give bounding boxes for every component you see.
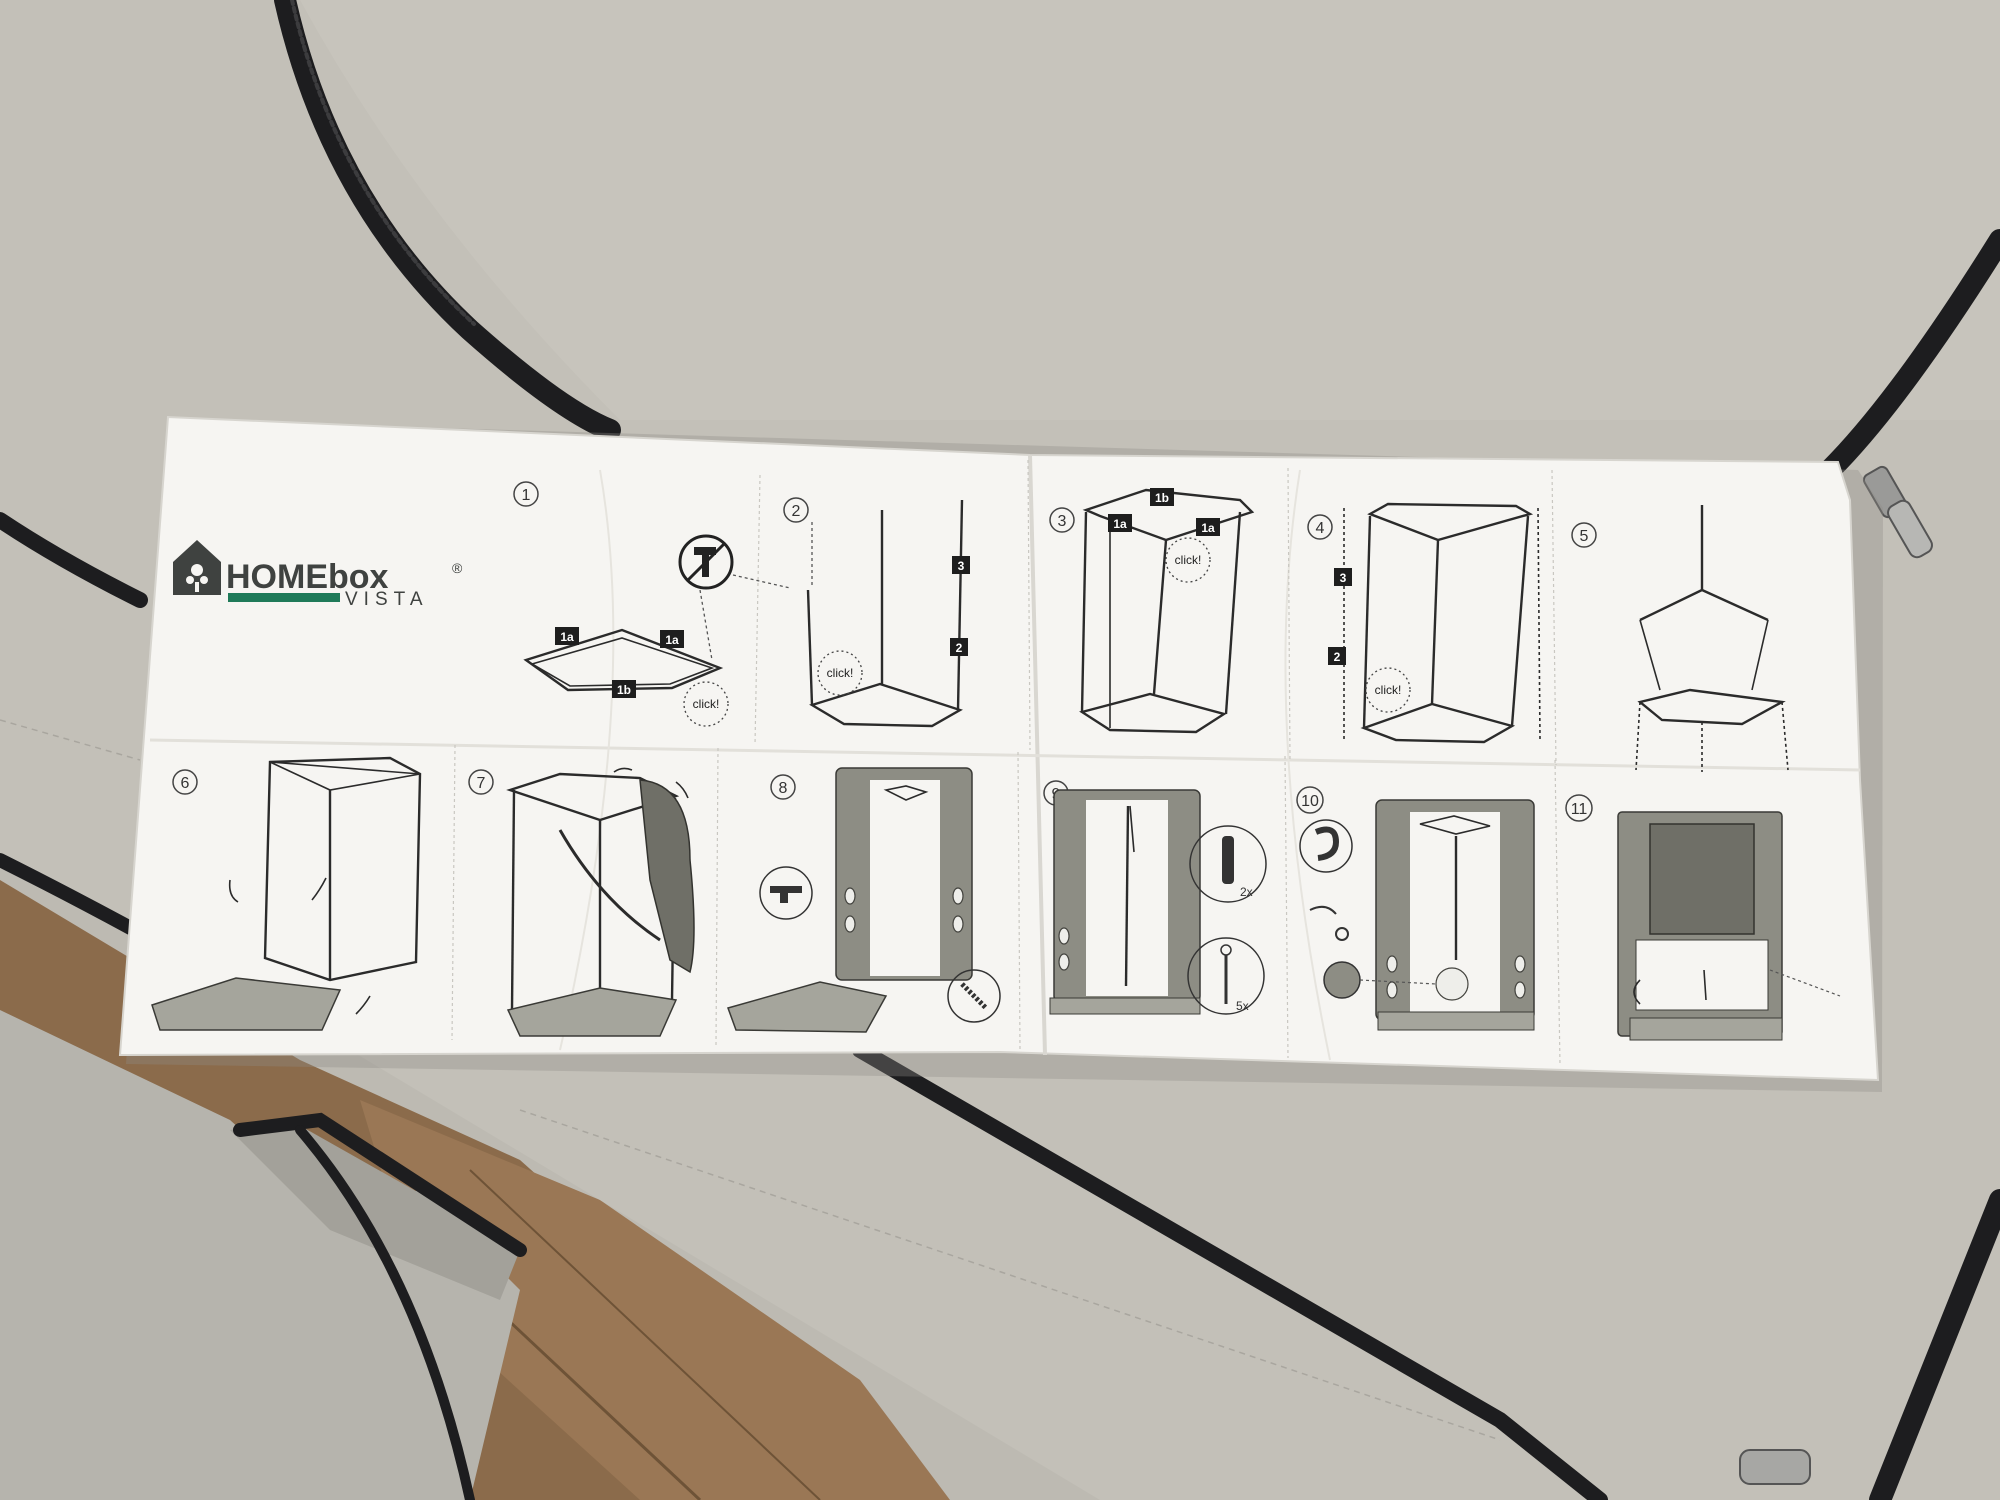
click-callout-4: click! [1365,667,1411,713]
logo-registered: ® [452,560,463,576]
label-1b-step3: 1b [1150,488,1174,506]
step-8-illustration [727,767,1001,1033]
svg-text:1a: 1a [560,630,574,644]
svg-text:1b: 1b [1155,491,1169,505]
step-11-marker: 11 [1565,794,1593,822]
step-6-illustration [151,756,422,1031]
homebox-logo: HOMEbox ® VISTA [173,540,463,610]
pack-edge [233,1112,527,1257]
velcro-strap-icon: 2x [1189,825,1267,903]
label-2-step2: 2 [950,638,968,656]
svg-text:2: 2 [1334,650,1341,664]
svg-text:3: 3 [958,559,965,573]
step-3-illustration: 1b 1a 1a click! [1079,488,1255,734]
step-3-marker: 3 [1049,507,1075,533]
svg-text:click!: click! [1375,683,1402,697]
zipper-bottom-diagonal [852,1042,1608,1500]
svg-text:3: 3 [1340,571,1347,585]
svg-text:1: 1 [522,487,531,504]
svg-text:click!: click! [1175,553,1202,567]
no-hammer-icon [678,534,734,590]
label-1a-left: 1a [555,627,579,645]
step-1-illustration: 1a 1a 1b click! [523,534,791,727]
logo-accent-bar [228,593,340,602]
step-4-illustration: 3 2 click! [1328,502,1541,744]
svg-text:1a: 1a [665,633,679,647]
hook-icon [1299,819,1353,873]
svg-text:11: 11 [1571,801,1588,818]
svg-text:8: 8 [779,780,788,797]
svg-text:7: 7 [477,775,486,792]
step-7-marker: 7 [468,769,494,795]
svg-text:1a: 1a [1201,521,1215,535]
svg-text:click!: click! [693,697,720,711]
svg-text:2: 2 [792,503,801,520]
zipper-pull-right [1862,465,1933,559]
svg-text:2: 2 [956,641,963,655]
svg-text:10: 10 [1301,793,1319,810]
zipper-detail-icon [759,866,813,920]
step-2-illustration: 3 2 click! [806,499,970,728]
zipper-left [0,512,148,608]
step-9-illustration: 2x 5x [1049,789,1267,1015]
logo-sub-text: VISTA [345,589,429,610]
label-1b: 1b [612,680,636,698]
label-1a-step3-right: 1a [1196,518,1220,536]
logo-main-text: HOMEbox [226,558,389,596]
pin-icon: 5x [1187,937,1265,1015]
port-cover-icon [1323,961,1361,999]
label-2-step4: 2 [1328,647,1346,665]
zipper-pull-bottom [1739,1449,1811,1485]
step-5-illustration [1635,505,1789,772]
svg-text:1b: 1b [617,683,631,697]
step-10-illustration [1299,799,1535,1031]
step-1-marker: 1 [513,481,539,507]
hook-attach-icon [1309,905,1349,941]
step-numbers: 1 2 3 4 5 6 7 8 9 10 11 [172,481,1597,822]
step-6-marker: 6 [172,769,198,795]
step-10-marker: 10 [1296,786,1324,814]
step-4-marker: 4 [1307,514,1333,540]
svg-text:6: 6 [181,775,190,792]
svg-text:1a: 1a [1113,517,1127,531]
zipper-top-curve [274,0,621,441]
svg-text:click!: click! [827,666,854,680]
step-8-marker: 8 [770,774,796,800]
instruction-sheet: HOMEbox ® VISTA 1 2 3 4 5 6 7 8 9 10 11 [118,415,1883,1092]
zipper-close-icon [947,969,1001,1023]
label-3-step4: 3 [1334,568,1352,586]
label-3-step2: 3 [952,556,970,574]
svg-text:5: 5 [1580,528,1589,545]
step-5-marker: 5 [1571,522,1597,548]
step-11-illustration [1617,811,1841,1041]
paper [118,415,1880,1082]
stitching [0,719,1501,1441]
zipper-far-right [1869,1189,2000,1500]
label-1a-right: 1a [660,630,684,648]
svg-text:2x: 2x [1240,885,1253,899]
svg-text:4: 4 [1316,520,1325,537]
step-7-illustration [506,767,695,1037]
label-1a-step3-left: 1a [1108,514,1132,532]
click-callout-1: click! [683,681,729,727]
step-2-marker: 2 [783,497,809,523]
zipper-right [1759,229,2000,511]
svg-text:3: 3 [1058,513,1067,530]
click-callout-3: click! [1165,537,1211,583]
svg-text:5x: 5x [1236,999,1249,1013]
click-callout-2: click! [817,650,863,696]
